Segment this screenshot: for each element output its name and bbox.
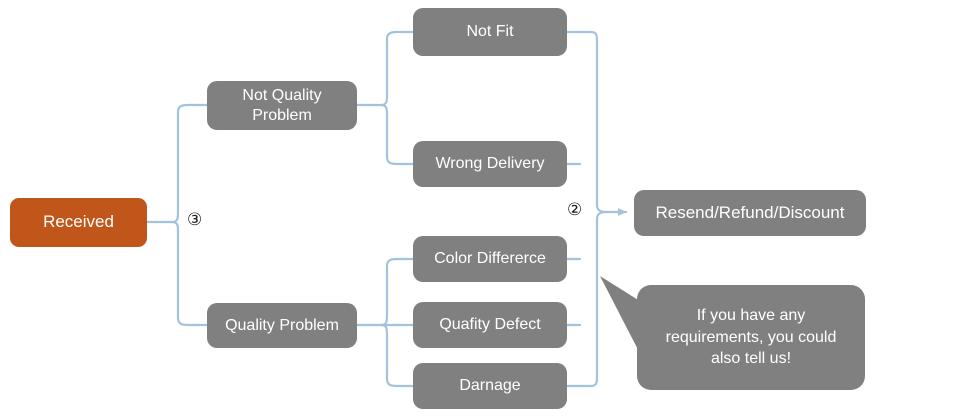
connector-quality-split [354, 257, 416, 388]
callout-bubble[interactable]: If you have any requirements, you could … [637, 285, 865, 390]
node-received-label: Received [43, 212, 114, 232]
node-color-difference[interactable]: Color Differerce [413, 236, 567, 282]
node-resolution-label: Resend/Refund/Discount [655, 202, 845, 222]
node-wrong-delivery-label: Wrong Delivery [435, 155, 545, 173]
node-not-fit[interactable]: Not Fit [413, 8, 567, 56]
callout-label: If you have any requirements, you could … [665, 307, 837, 368]
node-quality-defect-label: Quafity Defect [439, 316, 541, 334]
node-not-fit-label: Not Fit [466, 23, 514, 41]
connector-notquality-split [354, 30, 416, 166]
node-received[interactable]: Received [10, 198, 147, 247]
node-damage-label: Darnage [459, 377, 521, 395]
marker-merge-two: ② [567, 200, 583, 220]
node-wrong-delivery[interactable]: Wrong Delivery [413, 141, 567, 187]
node-resolution[interactable]: Resend/Refund/Discount [634, 190, 866, 236]
node-color-difference-label: Color Differerce [434, 250, 546, 268]
marker-branch-three: ③ [187, 210, 203, 230]
node-quality-problem[interactable]: Quality Problem [207, 303, 357, 348]
node-quality-defect[interactable]: Quafity Defect [413, 302, 567, 348]
node-not-quality-problem-label: Not Quality Problem [242, 87, 322, 124]
node-not-quality-problem[interactable]: Not Quality Problem [207, 81, 357, 130]
node-damage[interactable]: Darnage [413, 363, 567, 409]
node-quality-problem-label: Quality Problem [225, 316, 339, 334]
